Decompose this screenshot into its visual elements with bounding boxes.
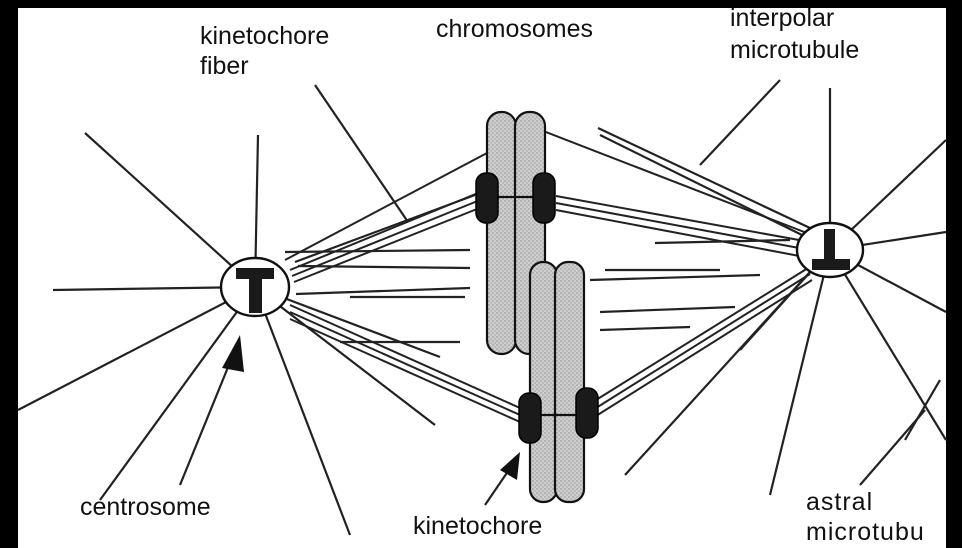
label-astral-line1: astral bbox=[806, 488, 873, 516]
label-interpolar-line1: interpolar bbox=[730, 4, 834, 32]
label-interpolar-line2: microtubule bbox=[730, 36, 859, 64]
right-centrosome bbox=[797, 223, 863, 277]
label-chromosomes: chromosomes bbox=[436, 15, 593, 43]
label-kinetochore: kinetochore bbox=[413, 512, 542, 540]
paper-background bbox=[18, 8, 946, 548]
left-centrosome bbox=[221, 258, 289, 316]
label-centrosome: centrosome bbox=[80, 493, 211, 521]
label-kinetochore-fiber-line1: kinetochore bbox=[200, 22, 329, 50]
label-astral-line2: microtubu bbox=[806, 518, 925, 546]
lower-chromosome bbox=[530, 262, 584, 502]
label-kinetochore-fiber-line2: fiber bbox=[200, 52, 249, 80]
